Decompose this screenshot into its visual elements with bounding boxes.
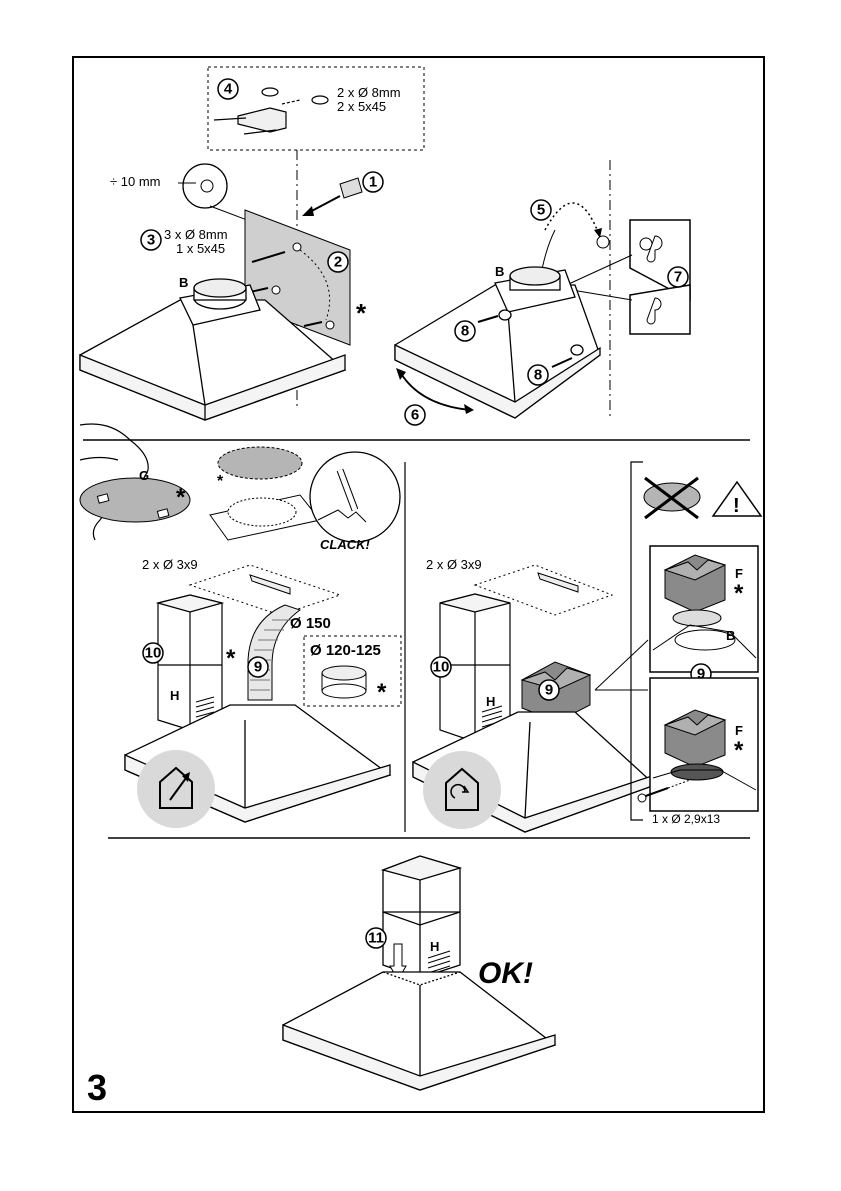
motor-ring — [228, 498, 296, 526]
detail-leader — [560, 255, 632, 288]
callout-leader — [595, 640, 648, 690]
optional-asterisk: * — [377, 679, 387, 706]
outlet-label-b: B — [726, 628, 735, 643]
deflector-label-f: F — [735, 566, 743, 581]
panel-ducted-version: G * * CLACK! 2 x Ø 3x9 H — [80, 424, 401, 828]
ok-confirmation: OK! — [478, 957, 533, 990]
chimney-label-h: H — [486, 694, 495, 709]
panel-final-assembly: H 11 OK! — [283, 856, 555, 1090]
step-10-number: 10 — [145, 645, 162, 662]
upper-bracket — [538, 573, 578, 592]
grease-filter-label: G — [139, 468, 149, 483]
step-10-number: 10 — [433, 659, 450, 676]
optional-asterisk: * — [226, 645, 236, 672]
step-4-number: 4 — [224, 81, 233, 98]
gap-screw-head — [201, 180, 213, 192]
filter-removed — [218, 447, 302, 479]
exhaust-mode-badge — [137, 750, 215, 828]
outlet-label-b: B — [495, 264, 504, 279]
step-8-number-lower: 8 — [534, 367, 542, 384]
step-3-dowel-spec: 3 x Ø 8mm — [164, 227, 228, 242]
template-hole — [272, 286, 280, 294]
step-9-number: 9 — [254, 659, 262, 676]
grease-filter-disc — [80, 478, 190, 522]
step-2-number: 2 — [334, 254, 342, 271]
deflector-label-f: F — [735, 723, 743, 738]
step-3-number: 3 — [147, 232, 155, 249]
screws-spec: 2 x Ø 3x9 — [426, 557, 482, 572]
duct-diameter: Ø 150 — [290, 615, 331, 632]
gap-measurement: ÷ 10 mm — [110, 174, 160, 189]
step-8-number-upper: 8 — [461, 323, 469, 340]
adapter-ring — [322, 666, 366, 698]
upper-bracket — [250, 575, 290, 594]
inset-4-screw-spec: 2 x 5x45 — [337, 99, 386, 114]
detail-box-bottom — [630, 285, 690, 334]
clack-detail-circle — [310, 452, 400, 542]
chimney-label-h: H — [430, 939, 439, 954]
step-5-arrow — [545, 203, 598, 232]
template-hole — [293, 243, 301, 251]
adapter-diameter: Ø 120-125 — [310, 642, 381, 659]
template-hole — [326, 321, 334, 329]
step-5-number: 5 — [537, 202, 545, 219]
step-9-number: 9 — [545, 682, 553, 699]
step-1-arrowhead — [302, 206, 314, 216]
step-1-number: 1 — [369, 174, 377, 191]
panel-wall-bracket-mounting: 4 2 x Ø 8mm 2 x 5x45 ÷ 10 mm 1 2 3 3 x Ø… — [80, 67, 424, 420]
inset-4-dowel-spec: 2 x Ø 8mm — [337, 85, 401, 100]
screws-spec: 2 x Ø 3x9 — [142, 557, 198, 572]
outlet-label-b: B — [179, 275, 188, 290]
optional-asterisk: * — [176, 484, 186, 511]
optional-asterisk: * — [734, 580, 744, 607]
warning-symbol: ! — [733, 495, 740, 517]
chimney-section — [158, 595, 222, 730]
optional-asterisk: * — [356, 298, 367, 328]
panel-recirculation-version: 2 x Ø 3x9 H 10 9 — [413, 462, 761, 832]
fixing-screw-spec: 1 x Ø 2,9x13 — [652, 812, 720, 826]
step-3-screw-spec: 1 x 5x45 — [176, 241, 225, 256]
chimney-label-h: H — [170, 688, 179, 703]
level-tool-icon — [340, 178, 362, 198]
wall-screw — [597, 236, 609, 248]
panel-hood-hanging: 5 7 B 8 8 — [395, 160, 690, 425]
cooker-hood-body — [395, 267, 600, 418]
figure-number: 3 — [87, 1067, 107, 1108]
inset-box-step-4 — [208, 67, 424, 150]
step-6-number: 6 — [411, 407, 419, 424]
clack-text: CLACK! — [320, 537, 370, 552]
step-7-number: 7 — [674, 269, 682, 286]
optional-asterisk: * — [734, 737, 744, 764]
optional-asterisk-small: * — [217, 473, 224, 490]
arrowhead — [464, 404, 474, 414]
step-11-number: 11 — [368, 930, 384, 947]
recirculation-mode-badge — [423, 751, 501, 829]
